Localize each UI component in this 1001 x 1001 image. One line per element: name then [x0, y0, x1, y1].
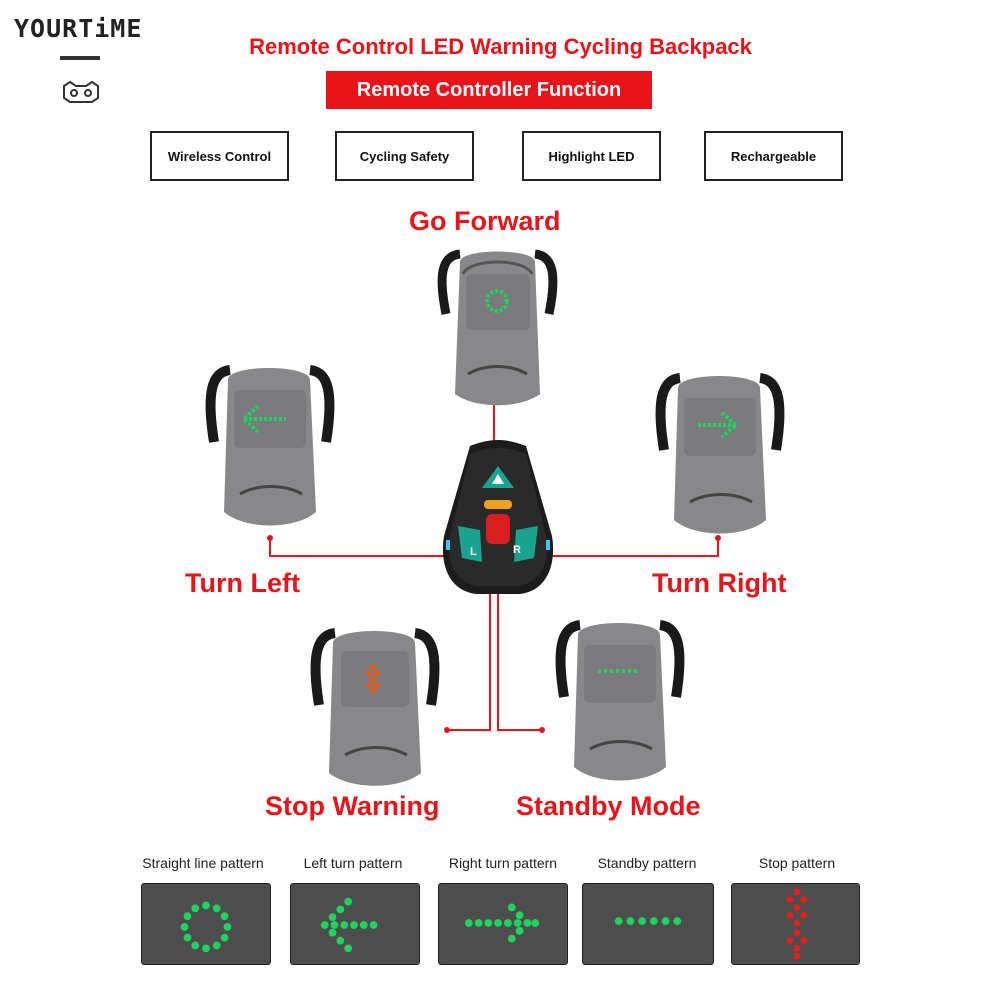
brand-logo-icon — [63, 80, 99, 103]
feature-wireless-control: Wireless Control — [150, 131, 289, 181]
mode-label-standby: Standby Mode — [516, 791, 701, 821]
backpack-forward — [437, 249, 558, 406]
subtitle-text: Remote Controller Function — [356, 78, 622, 101]
feature-rechargeable: Rechargeable — [704, 131, 843, 181]
brand-name: YOURTiME — [14, 14, 143, 43]
remote-left-key-label: L — [470, 546, 477, 558]
remote-controller — [442, 440, 554, 594]
pattern-caption-straight: Straight line pattern — [142, 855, 264, 871]
backpack-right — [655, 373, 785, 534]
mode-label-right: Turn Right — [652, 568, 787, 598]
pattern-panel-stop — [731, 883, 860, 965]
brand-underline — [60, 56, 100, 60]
pattern-panel-left — [290, 883, 420, 965]
backpack-left — [205, 365, 335, 526]
pattern-caption-left: Left turn pattern — [303, 855, 403, 871]
pattern-panel-standby — [582, 883, 714, 965]
pattern-panel-straight — [141, 883, 271, 965]
mode-label-left: Turn Left — [185, 568, 300, 598]
subtitle-banner: Remote Controller Function — [326, 71, 652, 109]
mode-label-stop: Stop Warning — [265, 791, 440, 821]
feature-highlight-led: Highlight LED — [522, 131, 661, 181]
feature-cycling-safety: Cycling Safety — [335, 131, 474, 181]
pattern-caption-stop: Stop pattern — [758, 855, 836, 871]
backpack-standby — [555, 620, 685, 781]
remote-right-key-label: R — [513, 544, 521, 556]
backpack-stop — [310, 628, 440, 786]
pattern-panel-right — [438, 883, 568, 965]
pattern-caption-standby: Standby pattern — [597, 855, 697, 871]
mode-label-forward: Go Forward — [409, 206, 561, 236]
page-title: Remote Control LED Warning Cycling Backp… — [249, 34, 752, 59]
pattern-caption-right: Right turn pattern — [448, 855, 558, 871]
